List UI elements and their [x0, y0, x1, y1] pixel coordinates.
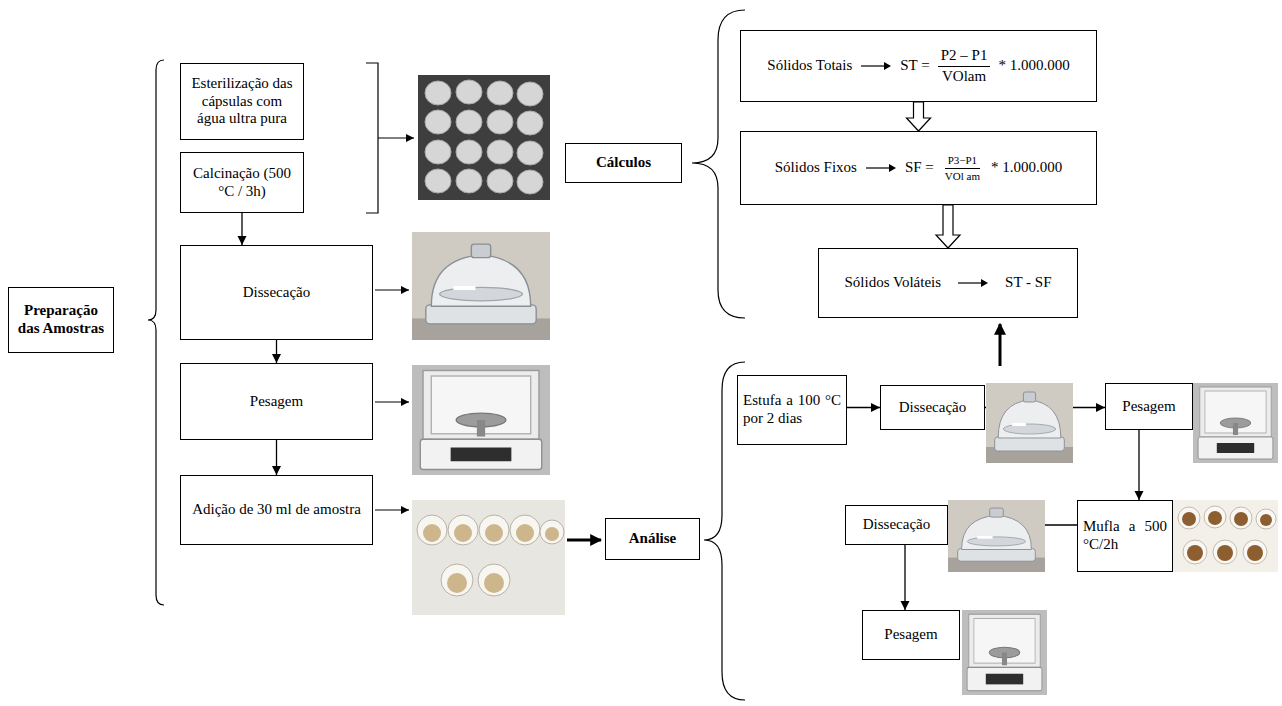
denominator: VOlam: [939, 67, 989, 86]
step-text: Esterilização das cápsulas com água ultr…: [186, 75, 298, 128]
step-text: Pesagem: [1111, 398, 1187, 416]
arrow-glyph: [981, 279, 988, 287]
arrow-glyph: [958, 282, 982, 283]
flow-arrow: [276, 340, 277, 363]
balance-photo: [1193, 383, 1278, 463]
denominator: VOl am: [942, 169, 983, 183]
photos: [412, 75, 1278, 695]
formula-name: Sólidos Totais: [767, 57, 852, 75]
process-box: Esterilização das cápsulas com água ultr…: [180, 63, 304, 140]
process-box: Pesagem: [180, 363, 373, 440]
arrow-glyph: [860, 61, 892, 71]
arrow-glyph: [866, 167, 890, 168]
arrow-glyph: [884, 62, 891, 70]
numerator: P2 – P1: [938, 47, 991, 67]
flow-arrow: [276, 440, 277, 475]
capsule-tray-photo: [418, 75, 550, 200]
photo-arrow: [375, 401, 409, 402]
multiplier: * 1.000.000: [991, 159, 1062, 177]
photo-arrow: [375, 289, 409, 290]
formula-name: Sólidos Fixos: [775, 159, 857, 177]
connector-group: [242, 102, 1139, 610]
group-label: Cálculos: [565, 143, 682, 183]
step-text: Mufla a 500 °C/2h: [1083, 518, 1167, 553]
arrow-glyph: [861, 65, 885, 66]
step-text: Dissecação: [186, 284, 367, 302]
braces: [148, 10, 745, 700]
process-box: Calcinação (500 °C / 3h): [180, 152, 304, 213]
step-text: Dissecação: [886, 399, 979, 417]
step-text: Dissecação: [851, 516, 942, 534]
group-title: Cálculos: [571, 154, 676, 172]
flow-arrow: [1138, 430, 1139, 500]
square-bracket: [366, 63, 378, 213]
formula-row: Sólidos Totais ST = P2 – P1VOlam * 1.000.00…: [746, 47, 1091, 85]
step-text: Pesagem: [186, 393, 367, 411]
thick-arrow: [999, 324, 1002, 366]
curly-brace: [692, 10, 745, 318]
formula-lhs: ST =: [900, 57, 929, 75]
formula-box: Sólidos Voláteis ST - SF: [818, 248, 1078, 318]
fraction: P3−P1VOl am: [942, 154, 983, 183]
process-box: Dissecação: [845, 505, 948, 545]
samples-photo: [412, 500, 565, 615]
arrow-glyph: [865, 163, 897, 173]
photo-arrow: [378, 137, 414, 138]
step-text: Calcinação (500 °C / 3h): [186, 165, 298, 200]
desiccator-photo: [412, 232, 550, 340]
curly-brace: [148, 60, 164, 605]
thick-arrow: [567, 539, 601, 542]
step-text: Estufa a 100 °C por 2 dias: [743, 392, 841, 427]
flow-arrow: [847, 407, 880, 408]
step-text: Pesagem: [868, 626, 954, 644]
formula-box: Sólidos Totais ST = P2 – P1VOlam * 1.000.00…: [740, 30, 1097, 102]
fraction: P2 – P1VOlam: [938, 47, 991, 85]
formula-lhs: SF =: [905, 159, 934, 177]
multiplier: * 1.000.000: [998, 57, 1069, 75]
arrow-glyph: [889, 164, 896, 172]
group-label: Análise: [605, 518, 700, 560]
step-text: Adição de 30 ml de amostra: [186, 501, 367, 519]
formula-box: Sólidos Fixos SF = P3−P1VOl am * 1.000.000: [740, 131, 1097, 205]
process-box: Dissecação: [880, 385, 985, 430]
block-arrow: [936, 205, 960, 248]
desiccator-photo: [948, 500, 1045, 572]
balance-photo: [412, 365, 550, 475]
photo-arrow: [375, 509, 409, 510]
block-arrow: [907, 102, 931, 131]
numerator: P3−P1: [945, 154, 980, 169]
group-label: Preparação das Amostras: [8, 287, 114, 353]
process-box: Pesagem: [1105, 383, 1193, 430]
formula-row: Sólidos Voláteis ST - SF: [824, 274, 1072, 292]
formula-row: Sólidos Fixos SF = P3−P1VOl am * 1.000.000: [746, 154, 1091, 183]
desiccator-photo: [986, 383, 1073, 463]
group-title: Análise: [611, 530, 694, 548]
furnace-samples-photo: [1173, 500, 1278, 572]
flow-arrow: [241, 213, 242, 245]
process-box: Mufla a 500 °C/2h: [1077, 500, 1173, 572]
process-box: Dissecação: [180, 245, 373, 340]
flow-arrow: [904, 545, 905, 610]
arrow-glyph: [957, 278, 989, 288]
group-title: Preparação das Amostras: [14, 302, 108, 337]
process-box: Adição de 30 ml de amostra: [180, 475, 373, 545]
process-box: Estufa a 100 °C por 2 dias: [737, 375, 847, 445]
process-box: Pesagem: [862, 610, 960, 660]
formula-expression: ST - SF: [1005, 274, 1051, 292]
balance-photo: [962, 610, 1047, 695]
formula-name: Sólidos Voláteis: [845, 274, 942, 292]
